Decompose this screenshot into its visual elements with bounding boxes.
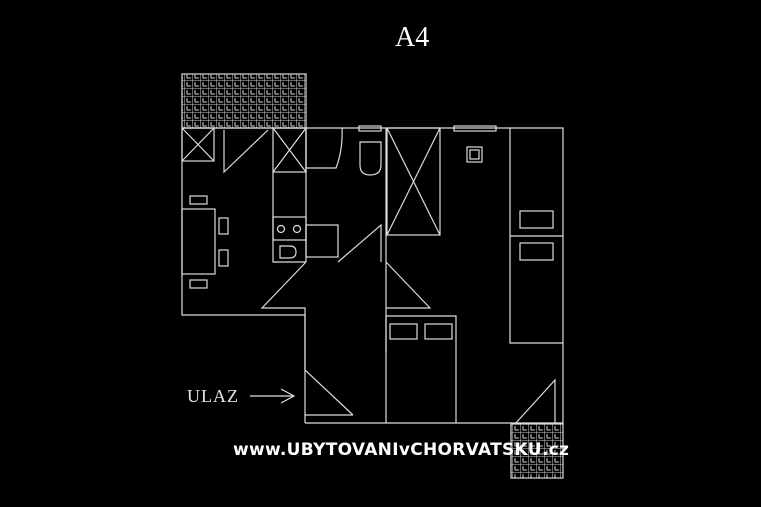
living-room-furniture bbox=[181, 195, 229, 289]
right-bedroom-furniture bbox=[509, 128, 563, 344]
bedroom-bottom bbox=[385, 315, 457, 423]
terrace-top bbox=[181, 73, 307, 129]
closet-center bbox=[386, 127, 441, 236]
door-swing-1 bbox=[223, 129, 269, 174]
entrance-arrow-icon bbox=[250, 388, 296, 404]
bathroom bbox=[305, 125, 387, 352]
entrance-label: ULAZ bbox=[187, 386, 239, 406]
watermark-text: www.UBYTOVANIvCHORVATSKU.cz bbox=[233, 440, 570, 460]
apartment-title: A4 bbox=[395, 22, 430, 53]
terrace-bottom bbox=[510, 423, 564, 479]
kitchen bbox=[272, 172, 339, 263]
closet-mid bbox=[272, 127, 307, 173]
stove-icon bbox=[466, 146, 483, 163]
outer-walls bbox=[181, 127, 564, 424]
door-swing-2 bbox=[514, 378, 556, 425]
window-top bbox=[453, 125, 497, 132]
closet-left bbox=[181, 127, 215, 162]
hallway bbox=[260, 223, 432, 416]
